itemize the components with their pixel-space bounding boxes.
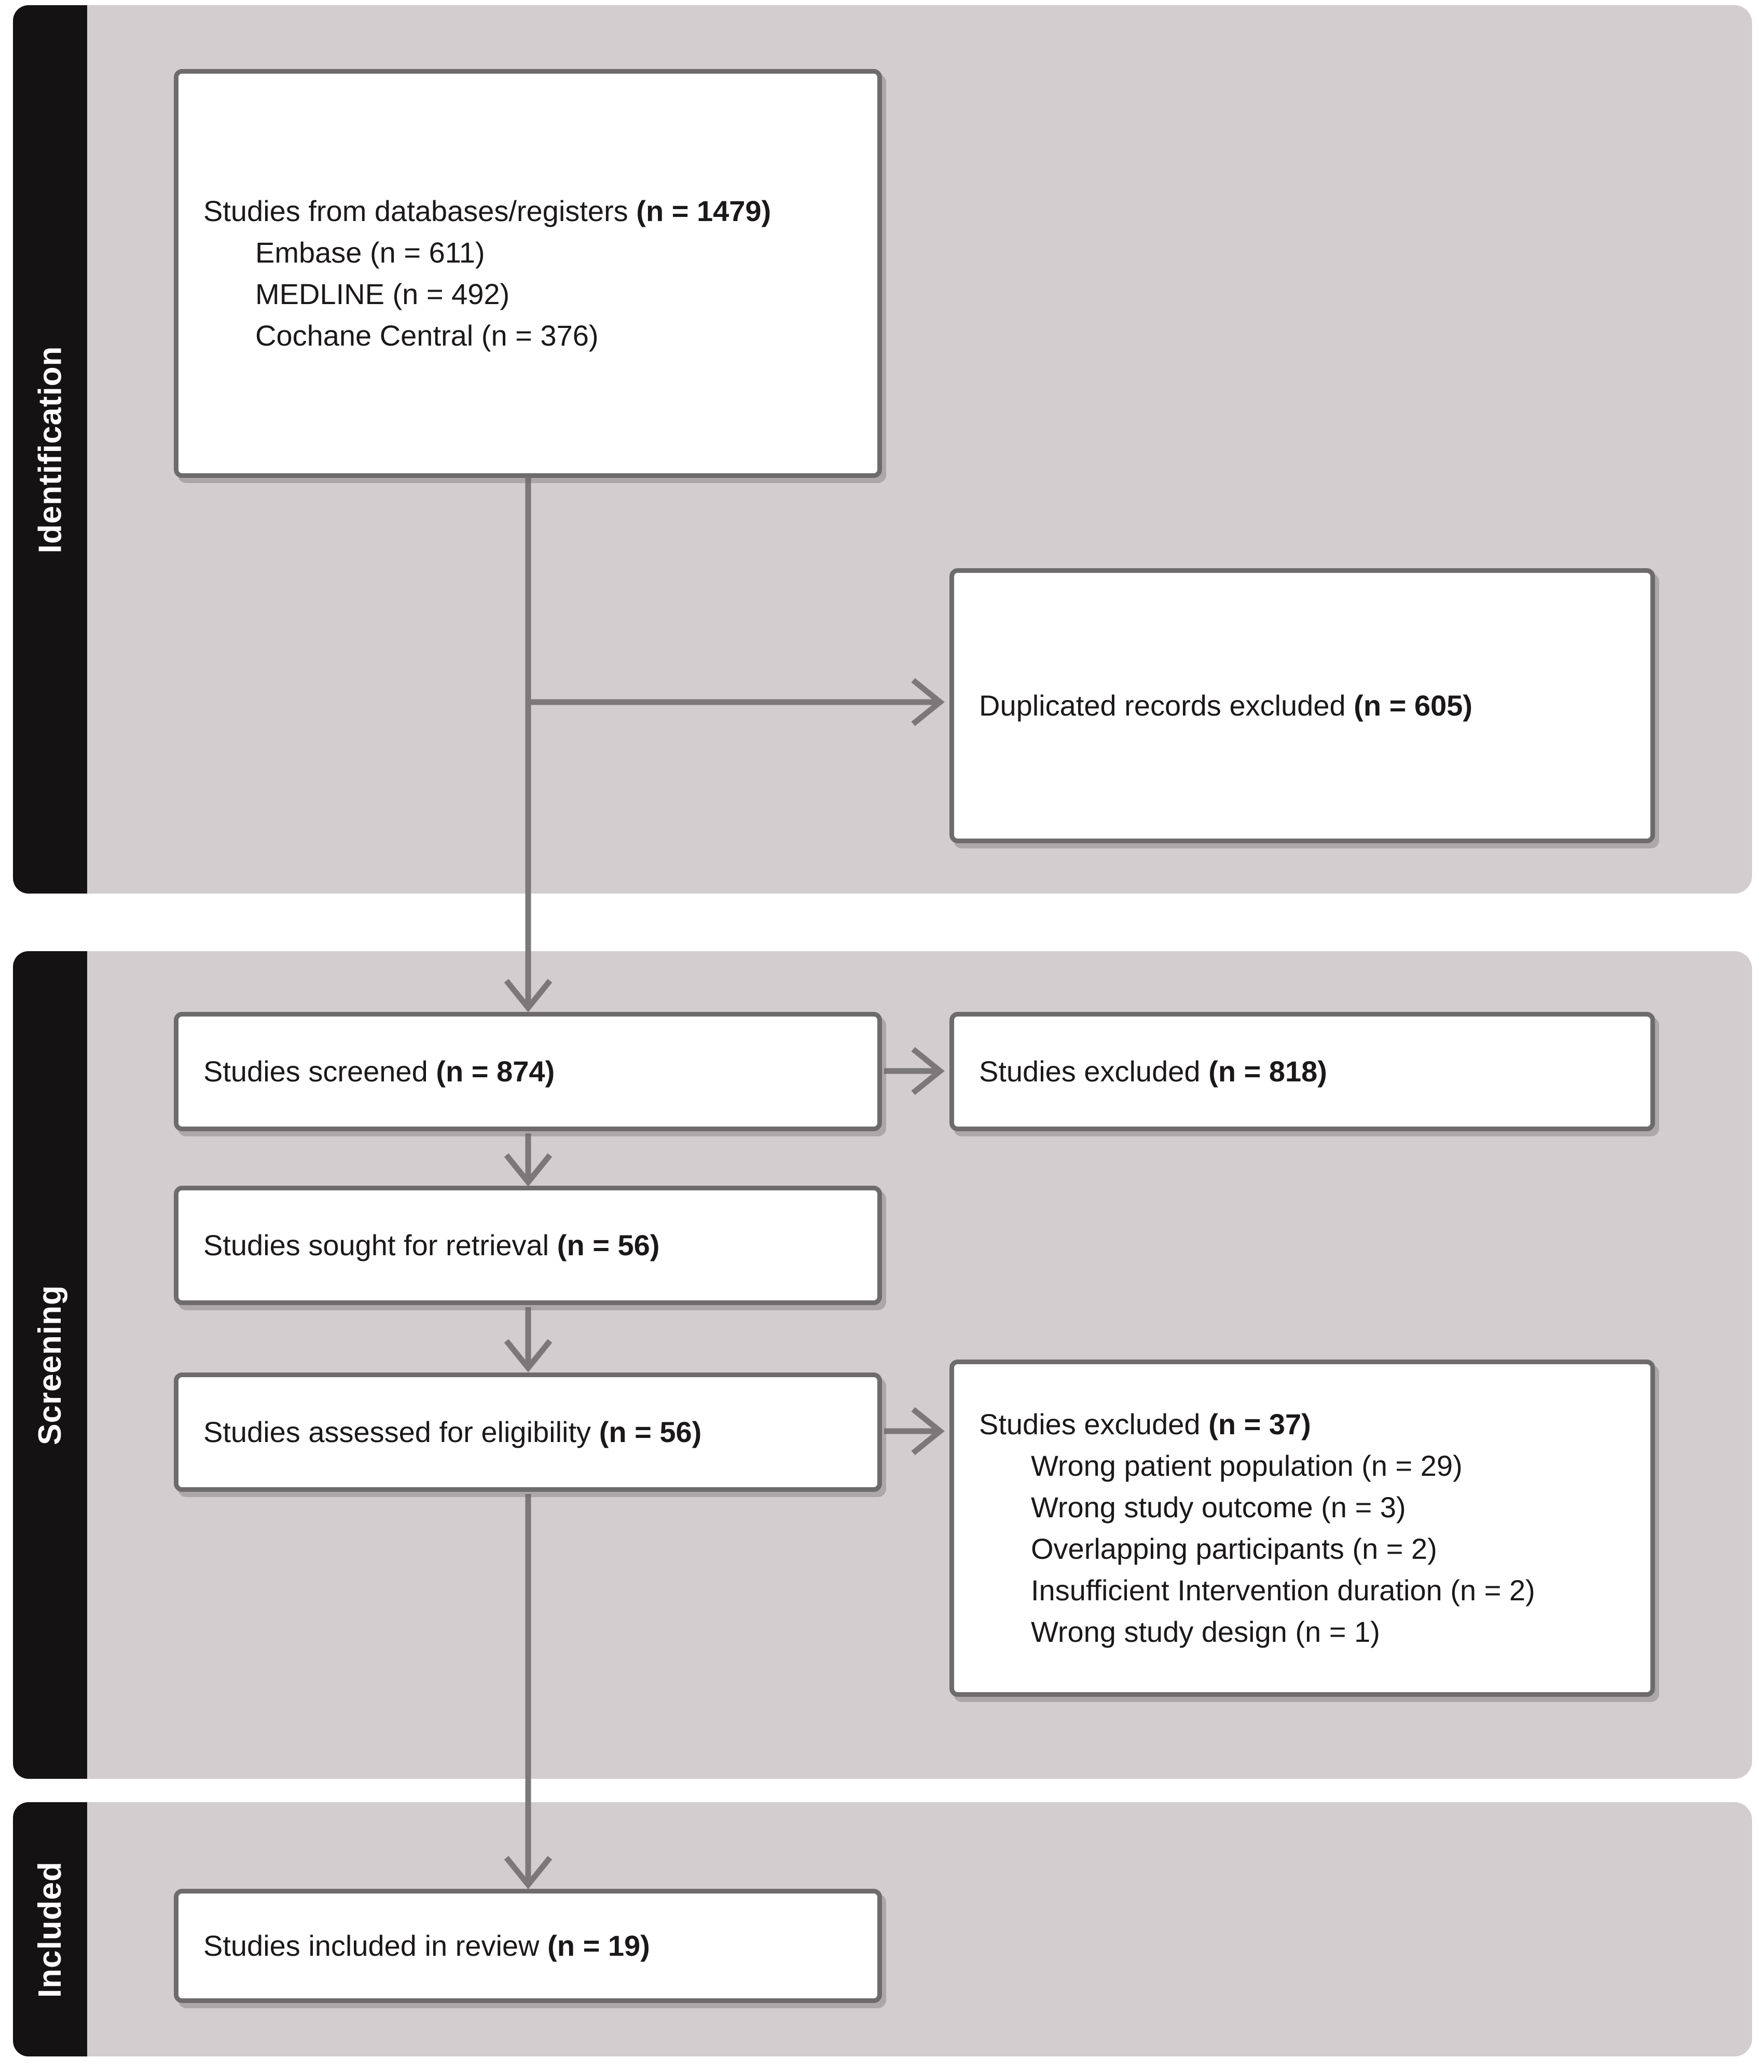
arrow-screened-to-excluded-head — [911, 1047, 945, 1095]
box-databases-title: Studies from databases/registers(n = 147… — [203, 195, 771, 227]
exclusion-reason-population: Wrong patient population (n = 29) — [1031, 1449, 1463, 1482]
database-source-embase: Embase (n = 611) — [255, 236, 485, 269]
arrow-retrieval-to-eligibility-head — [504, 1339, 553, 1373]
arrow-eligibility-to-excluded-head — [911, 1407, 945, 1456]
exclusion-reason-design: Wrong study design (n = 1) — [1031, 1615, 1380, 1648]
included-label-bar: Included — [13, 1802, 87, 2056]
box-screened-title: Studies screened(n = 874) — [203, 1055, 555, 1088]
box-excluded-eligibility-title: Studies excluded(n = 37) — [979, 1408, 1311, 1440]
arrow-eligibility-to-included-head — [504, 1856, 553, 1889]
database-source-cochrane: Cochane Central (n = 376) — [255, 319, 599, 352]
box-studies-sought-retrieval: Studies sought for retrieval(n = 56) — [174, 1186, 882, 1305]
box-studies-excluded-eligibility: Studies excluded(n = 37) Wrong patient p… — [949, 1360, 1655, 1697]
box-studies-assessed-eligibility: Studies assessed for eligibility(n = 56) — [174, 1373, 882, 1492]
box-retrieval-title: Studies sought for retrieval(n = 56) — [203, 1229, 660, 1261]
arrow-databases-to-screened-head — [504, 979, 553, 1012]
box-included-title: Studies included in review(n = 19) — [203, 1929, 650, 1962]
identification-label-bar: Identification — [13, 5, 87, 894]
exclusion-reason-outcome: Wrong study outcome (n = 3) — [1031, 1491, 1406, 1524]
arrow-screened-to-retrieval-head — [504, 1153, 553, 1187]
box-duplicates-excluded: Duplicated records excluded(n = 605) — [949, 568, 1655, 843]
box-excluded-screening-title: Studies excluded(n = 818) — [979, 1055, 1327, 1088]
database-source-medline: MEDLINE (n = 492) — [255, 278, 510, 310]
box-databases: Studies from databases/registers(n = 147… — [174, 69, 882, 478]
box-eligibility-title: Studies assessed for eligibility(n = 56) — [203, 1416, 702, 1448]
box-studies-excluded-screening: Studies excluded(n = 818) — [949, 1012, 1655, 1131]
box-studies-included: Studies included in review(n = 19) — [174, 1889, 882, 2003]
box-duplicates-title: Duplicated records excluded(n = 605) — [979, 689, 1473, 722]
exclusion-reason-duration: Insufficient Intervention duration (n = … — [1031, 1574, 1535, 1607]
screening-label-bar: Screening — [13, 951, 87, 1779]
exclusion-reason-overlap: Overlapping participants (n = 2) — [1031, 1532, 1437, 1565]
box-studies-screened: Studies screened(n = 874) — [174, 1012, 882, 1131]
arrow-to-duplicates-head — [911, 678, 945, 726]
